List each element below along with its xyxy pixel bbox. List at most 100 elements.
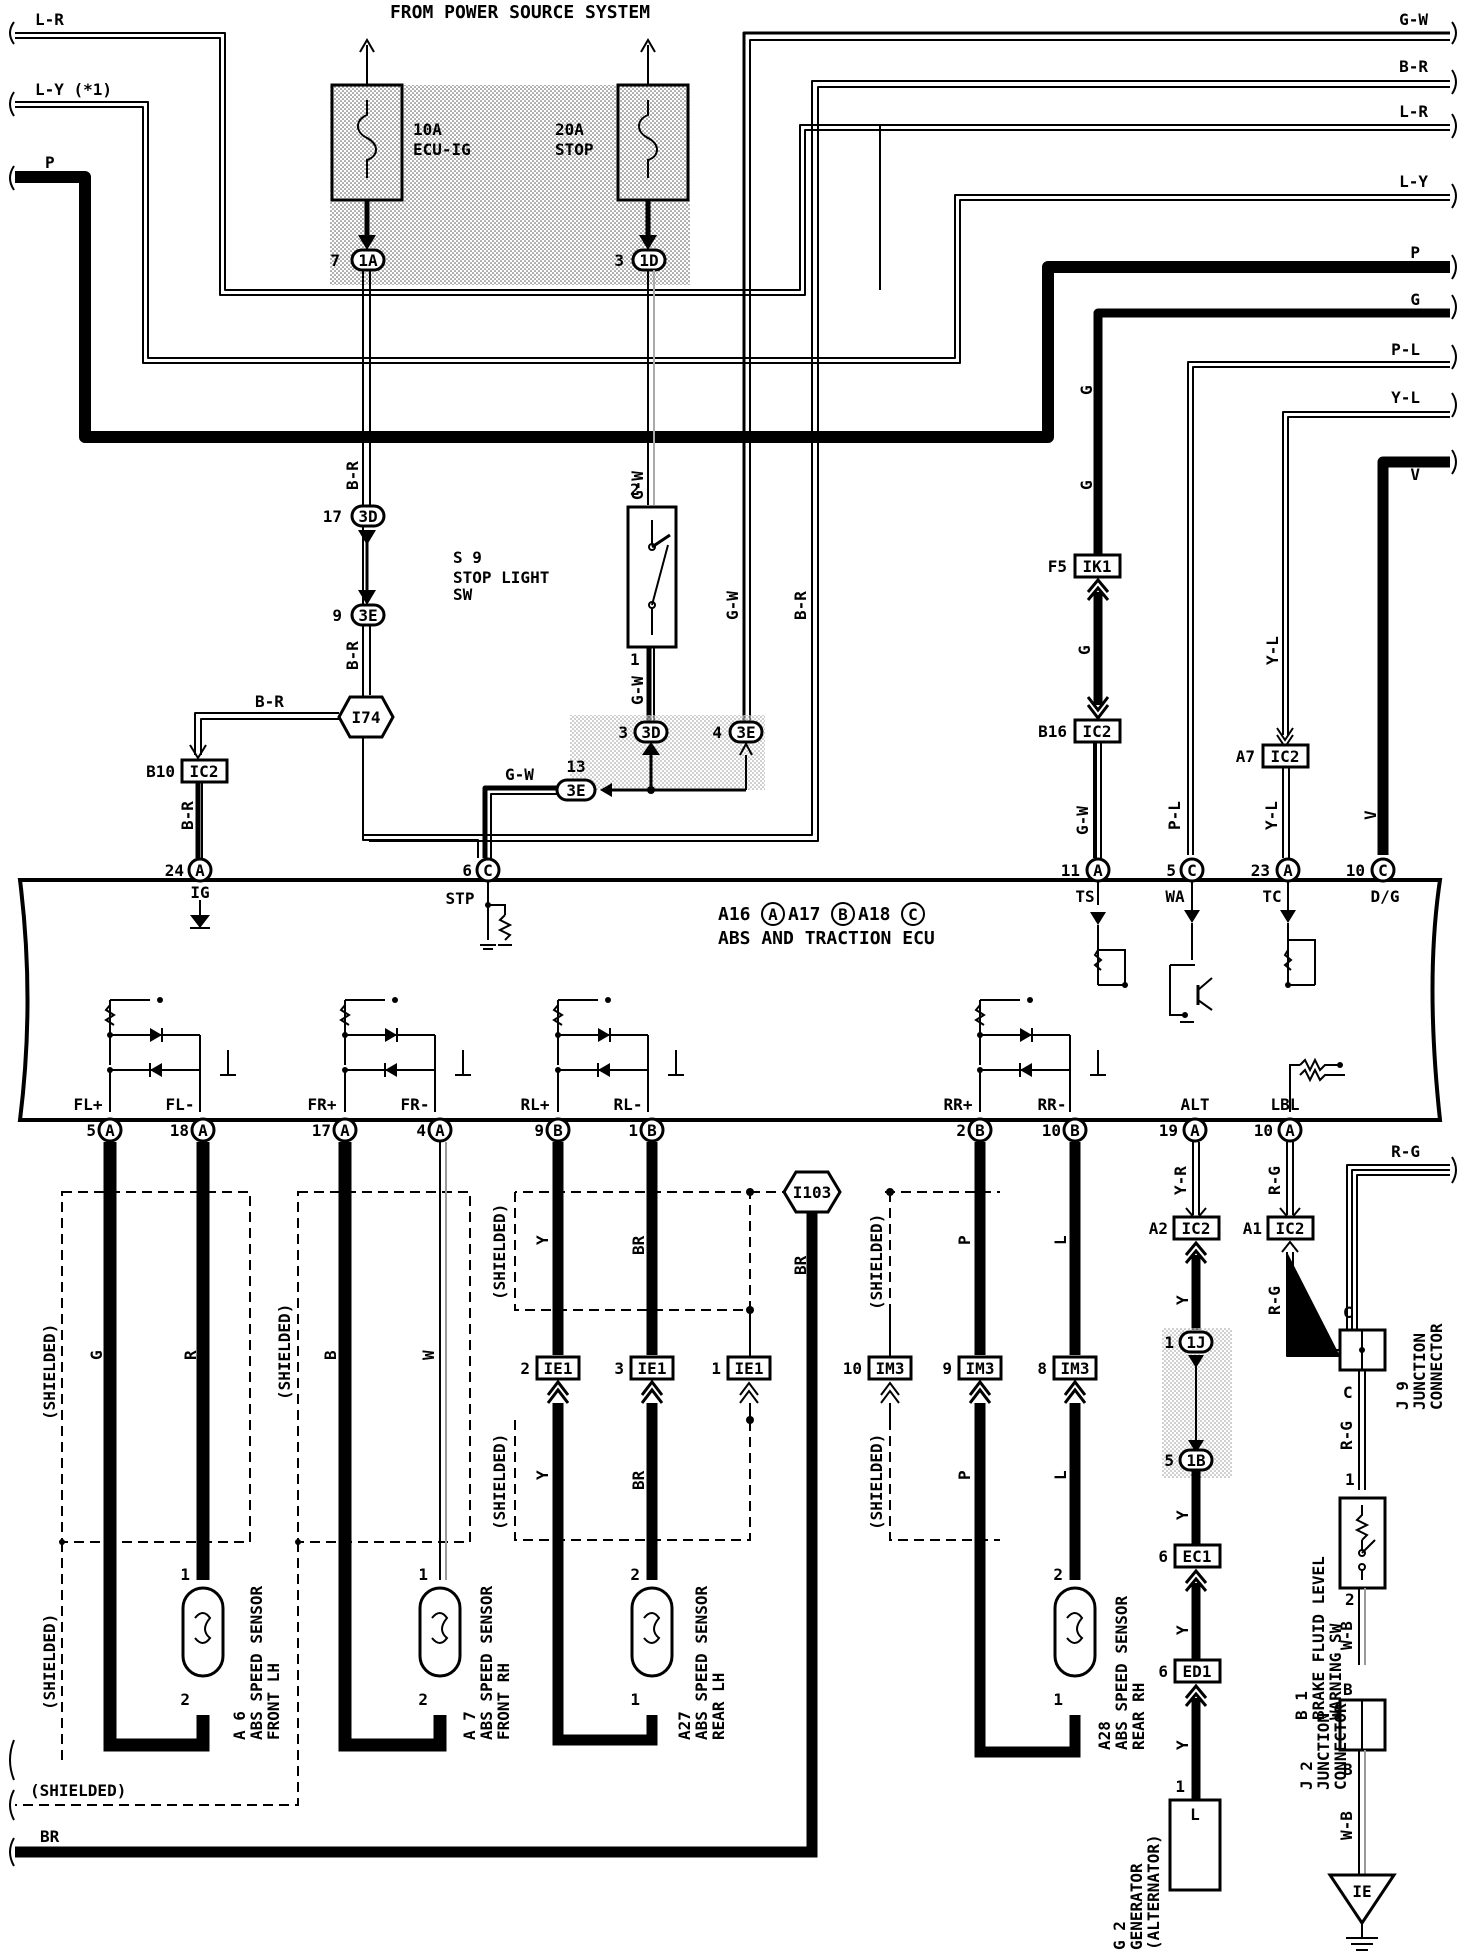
wire-label: R-G: [1265, 1286, 1284, 1315]
ecu-bottom-pin: B 2 RR+: [944, 1095, 993, 1143]
connector-pin: 7: [330, 251, 340, 270]
svg-text:9: 9: [534, 1121, 544, 1140]
ecu-top-pin-tc: A 23 TC: [1251, 857, 1316, 988]
svg-text:10: 10: [1254, 1121, 1273, 1140]
svg-text:A: A: [198, 1121, 208, 1140]
switch-name: STOP LIGHT: [453, 568, 549, 587]
wire-g: [1093, 308, 1450, 555]
svg-text:ABS SPEED SENSOR: ABS SPEED SENSOR: [247, 1586, 266, 1740]
ecu-bottom-pin: B 9 RL+: [521, 1095, 571, 1143]
connector-pin: 4: [712, 723, 722, 742]
connector-i74: [337, 695, 395, 739]
right-wire-label: V: [1410, 465, 1420, 484]
wire-label: R: [181, 1350, 200, 1360]
connector-pin: 9: [332, 606, 342, 625]
fuse-amps: 20A: [555, 120, 584, 139]
svg-text:1: 1: [1053, 1690, 1063, 1709]
svg-text:10: 10: [1042, 1121, 1061, 1140]
right-wire-label: P: [1410, 243, 1420, 262]
connector-im3: IM3 9: [942, 1355, 1003, 1404]
wire-label: R-G: [1265, 1166, 1284, 1195]
svg-text:FR+: FR+: [308, 1095, 337, 1114]
fuse-name: ECU-IG: [413, 140, 471, 159]
svg-text:JUNCTION: JUNCTION: [1314, 1713, 1333, 1790]
connector-pin: A1: [1243, 1219, 1262, 1238]
ecu-bottom-pin: B 1 RL-: [614, 1095, 665, 1143]
svg-text:A: A: [1093, 861, 1103, 880]
wire-rear-lh: [552, 1403, 658, 1746]
svg-text:1: 1: [1175, 1777, 1185, 1796]
svg-text:WA: WA: [1165, 887, 1185, 906]
wire-label: R-G: [1391, 1142, 1420, 1161]
junction-connector-j2: J 2 JUNCTION CONNECTOR: [1297, 1698, 1387, 1790]
connector-code: ED1: [1183, 1662, 1212, 1681]
svg-text:1: 1: [630, 1690, 640, 1709]
connector-pin: 17: [323, 507, 342, 526]
switch-pin: 1: [630, 650, 640, 669]
connector-code: IC2: [1182, 1219, 1211, 1238]
ecu-top-pin-dg: C 10 D/G: [1346, 857, 1399, 906]
svg-text:A: A: [435, 1121, 445, 1140]
connector-code: IK1: [1083, 557, 1112, 576]
svg-text:IM3: IM3: [876, 1359, 905, 1378]
connector-pin: 6: [1158, 1662, 1168, 1681]
wire-label: Y: [533, 1235, 552, 1245]
svg-text:A: A: [1285, 1121, 1295, 1140]
wire-label: W: [419, 1350, 438, 1360]
svg-text:A: A: [768, 905, 778, 924]
svg-text:5: 5: [1166, 861, 1176, 880]
svg-text:A: A: [1283, 861, 1293, 880]
ecu-subtitle: ABS AND TRACTION ECU: [718, 928, 935, 949]
connector-1d: 1D: [639, 251, 658, 270]
wire-label: L: [1051, 1470, 1070, 1480]
wire-label: Y: [1173, 1510, 1192, 1520]
connector-ie1: IE1 3: [614, 1355, 675, 1404]
wire-label: B-R: [343, 641, 362, 670]
connector-code: 3E: [566, 781, 585, 800]
wire-label: L: [1051, 1235, 1070, 1245]
svg-text:4: 4: [416, 1121, 426, 1140]
left-wire-label: L-R: [35, 10, 64, 29]
svg-text:IE1: IE1: [735, 1359, 764, 1378]
wire-label: W-B: [1337, 1621, 1356, 1650]
wire-label: Y: [1173, 1295, 1192, 1305]
ecu-bottom-pin: A 4 FR-: [401, 1095, 453, 1143]
connector-code: IC2: [190, 762, 219, 781]
svg-text:C: C: [1187, 861, 1197, 880]
svg-text:2: 2: [956, 1121, 966, 1140]
shield-label: (SHIELDED): [490, 1204, 509, 1300]
wire-label: B-R: [343, 461, 362, 490]
svg-text:17: 17: [312, 1121, 331, 1140]
connector-pin: 6: [1158, 1547, 1168, 1566]
ecu-code: A16: [718, 904, 751, 925]
svg-text:A28: A28: [1095, 1721, 1114, 1750]
svg-text:2: 2: [180, 1690, 190, 1709]
svg-text:TS: TS: [1075, 887, 1094, 906]
speed-sensor-front-lh: 1 2 A 6 ABS SPEED SENSOR FRONT LH: [180, 1565, 283, 1740]
wire-label: B-R: [255, 692, 284, 711]
svg-text:FRONT LH: FRONT LH: [264, 1663, 283, 1740]
svg-text:L: L: [1190, 1805, 1200, 1824]
wire-label: Y: [1173, 1625, 1192, 1635]
ecu-top-pin-ts: A 11 TS: [1061, 857, 1128, 988]
svg-text:2: 2: [1053, 1565, 1063, 1584]
ecu-bottom-pins: A 5 FL+ A 18 FL- A 17 FR+ A 4 FR- B 9 RL…: [74, 1095, 1303, 1143]
connector-im3: IM3 8: [1037, 1355, 1098, 1404]
left-wire-label: P: [45, 153, 55, 172]
connector-pin: 3: [614, 251, 624, 270]
speed-sensor-front-rh: 1 2 A 7 ABS SPEED SENSOR FRONT RH: [418, 1565, 513, 1740]
wire-label: Y-R: [1171, 1166, 1190, 1195]
ecu-bottom-pin: A 19 ALT: [1159, 1095, 1209, 1143]
svg-text:A: A: [195, 861, 205, 880]
svg-text:11: 11: [1061, 861, 1080, 880]
wire-label: G-W: [1073, 806, 1092, 835]
ecu-top-pin-ig: A 24 IG: [165, 857, 213, 929]
svg-text:C: C: [908, 905, 918, 924]
svg-text:IE: IE: [1352, 1882, 1371, 1901]
svg-text:3: 3: [614, 1359, 624, 1378]
left-wire-label: L-Y (*1): [35, 80, 112, 99]
svg-text:2: 2: [630, 1565, 640, 1584]
svg-text:8: 8: [1037, 1359, 1047, 1378]
switch-pin: 2: [630, 480, 640, 499]
connector-i103: [782, 1170, 842, 1214]
